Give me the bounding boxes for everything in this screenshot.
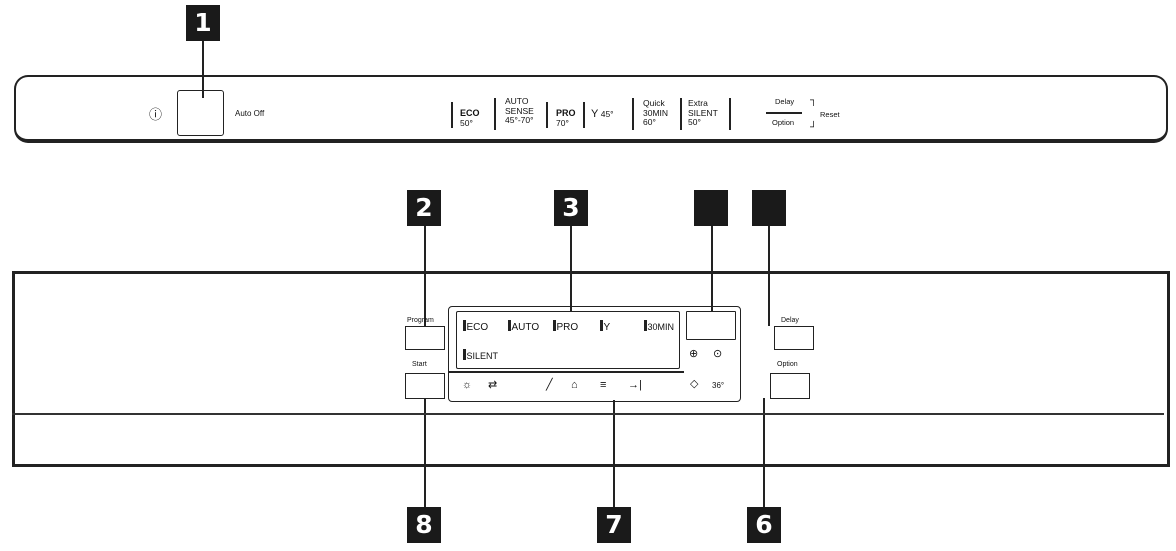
program-separator — [451, 102, 453, 128]
delay-option-divider — [766, 112, 802, 114]
reset-label: Reset — [820, 110, 840, 119]
program-silent-temp: 50° — [688, 117, 701, 127]
top-control-panel — [14, 75, 1168, 143]
option-button-label: Option — [777, 361, 798, 368]
power-button[interactable] — [177, 90, 224, 136]
callout-3: 3 — [554, 190, 588, 226]
lcd-glass: Y — [600, 320, 610, 334]
leader-line-5 — [768, 226, 770, 326]
program-separator — [494, 98, 496, 130]
end-icon: →| — [628, 379, 642, 391]
option-label-top: Option — [772, 118, 795, 127]
program-pro-temp: 70° — [556, 117, 569, 128]
leader-line-8 — [424, 398, 426, 507]
callout-4 — [694, 190, 728, 226]
program-display — [456, 311, 680, 369]
program-auto-line1: AUTO — [505, 96, 529, 106]
lcd-30min: 30MIN — [644, 320, 674, 333]
lcd-auto: AUTO — [508, 320, 539, 334]
program-quick[interactable]: Quick 30MIN 60° — [643, 99, 668, 127]
program-auto-sense[interactable]: AUTO SENSE 45°-70° — [505, 97, 534, 125]
program-pro[interactable]: PRO 70° — [556, 109, 576, 127]
glass-icon: Y — [603, 322, 611, 333]
auto-off-label: Auto Off — [235, 109, 265, 118]
leader-line-2 — [424, 226, 426, 326]
callout-5 — [752, 190, 786, 226]
program-silent-line2: SILENT — [688, 107, 718, 118]
panel-divider — [12, 413, 1164, 415]
program-glass[interactable]: Y 45° — [591, 108, 614, 120]
lcd-pro: PRO — [553, 320, 578, 334]
delay-button[interactable] — [774, 326, 814, 350]
glass-icon: Y — [591, 108, 599, 120]
program-quick-line2: 30MIN — [643, 107, 669, 118]
time-display — [686, 311, 736, 340]
program-extra-silent[interactable]: Extra SILENT 50° — [688, 99, 718, 127]
power-icon: ⓘ — [149, 107, 163, 122]
leader-line-4 — [711, 226, 713, 312]
brush-icon: ╱ — [546, 379, 553, 391]
program-separator — [729, 98, 731, 130]
temperature-icon: 36° — [712, 381, 725, 390]
program-separator — [632, 98, 634, 130]
program-eco-name: ECO — [460, 108, 480, 118]
program-pro-name: PRO — [556, 108, 576, 118]
diamond-icon: ◇ — [690, 378, 699, 390]
program-button-label: Program — [407, 317, 434, 324]
callout-8: 8 — [407, 507, 441, 543]
lcd-eco: ECO — [463, 320, 488, 334]
water-icon: ≡ — [600, 379, 607, 391]
bracket-top: ┐ — [810, 95, 818, 106]
callout-6: 6 — [747, 507, 781, 543]
spray-arm-icon: ⌂ — [571, 379, 578, 391]
leader-line-1 — [202, 41, 204, 98]
leader-line-7 — [613, 400, 615, 507]
lcd-divider — [449, 371, 684, 373]
sync-icon: ⇄ — [488, 379, 498, 391]
program-separator — [583, 102, 585, 128]
program-button[interactable] — [405, 326, 445, 350]
program-auto-temp: 45°-70° — [505, 115, 534, 125]
leader-line-3 — [570, 226, 572, 312]
salt-icon: ⊕ — [689, 348, 699, 360]
start-button[interactable] — [405, 373, 445, 399]
callout-2: 2 — [407, 190, 441, 226]
program-eco[interactable]: ECO 50° — [460, 109, 480, 127]
leader-line-6 — [763, 398, 765, 507]
program-quick-temp: 60° — [643, 117, 656, 127]
bracket-bottom: ┘ — [810, 122, 818, 133]
callout-7: 7 — [597, 507, 631, 543]
start-button-label: Start — [412, 361, 427, 368]
program-silent-line1: Extra — [688, 98, 708, 108]
program-quick-line1: Quick — [643, 98, 665, 108]
sun-icon: ☼ — [462, 379, 473, 391]
program-eco-temp: 50° — [460, 117, 473, 128]
program-separator — [546, 102, 548, 128]
program-auto-line2: SENSE — [505, 105, 534, 116]
callout-1: 1 — [186, 5, 220, 41]
rinse-aid-icon: ⊙ — [713, 348, 723, 360]
program-glass-temp: 45° — [600, 109, 614, 119]
option-button[interactable] — [770, 373, 810, 399]
bottom-control-panel — [12, 271, 1170, 467]
program-separator — [680, 98, 682, 130]
lcd-silent: SILENT — [463, 349, 498, 362]
delay-label-top: Delay — [775, 97, 795, 106]
display-window — [448, 306, 741, 402]
delay-button-label: Delay — [781, 317, 799, 324]
